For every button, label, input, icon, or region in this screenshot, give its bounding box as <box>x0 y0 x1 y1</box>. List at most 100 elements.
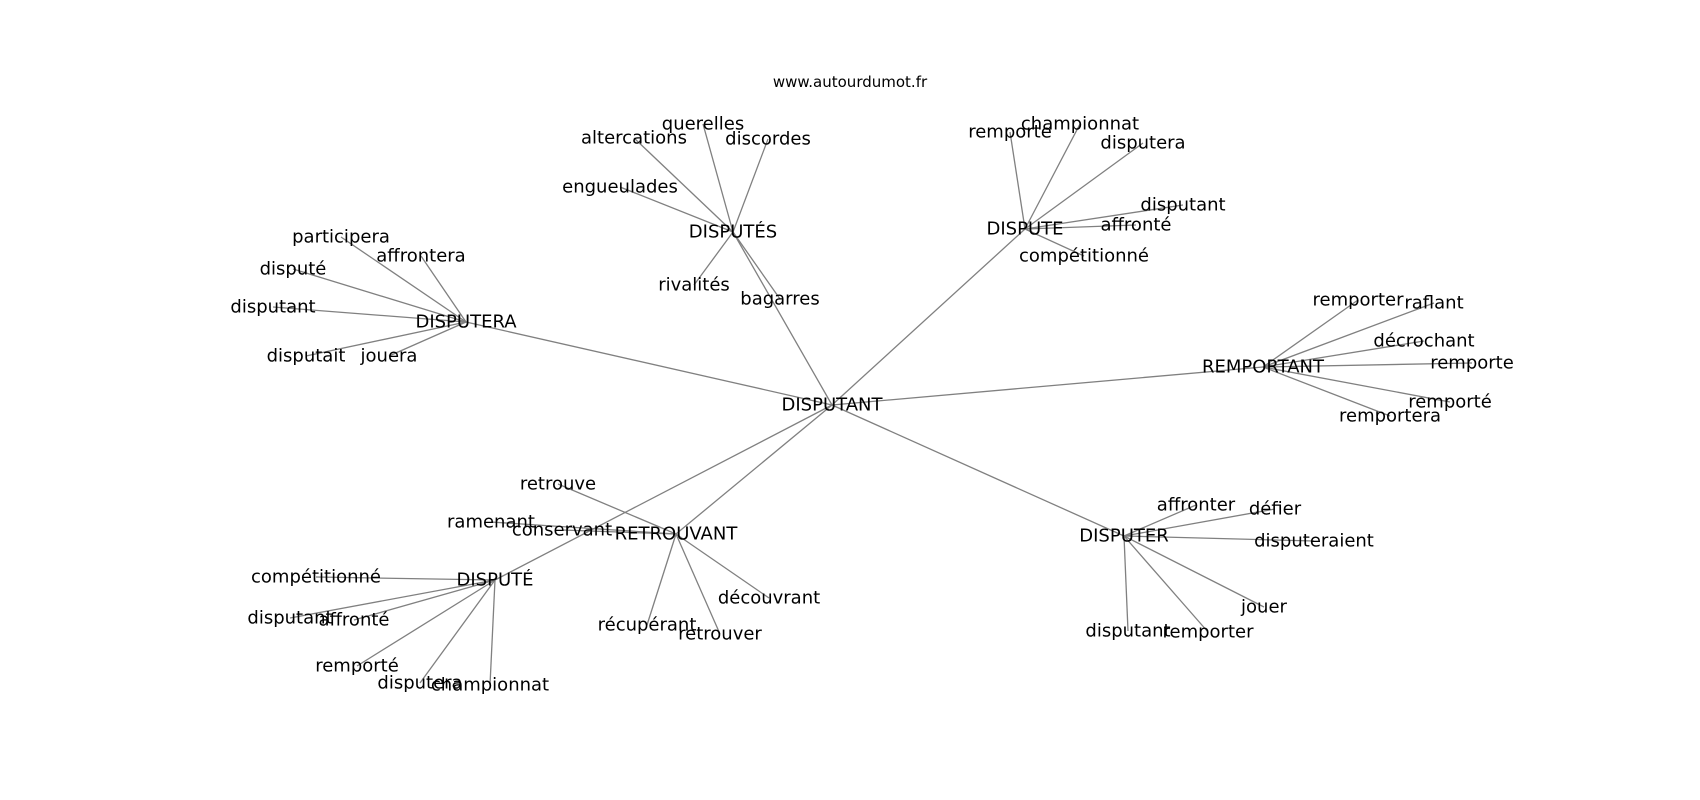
leaf-word-affrontera[interactable]: affrontera <box>376 246 465 267</box>
leaf-word-altercations[interactable]: altercations <box>581 128 687 149</box>
leaf-word-remporte[interactable]: remporte <box>968 122 1052 143</box>
edge-center-dispute <box>494 404 833 581</box>
edge-retrouvant-retrouve <box>557 483 677 535</box>
leaf-word-disputant[interactable]: disputant <box>1140 195 1225 216</box>
hub-word-disputera[interactable]: DISPUTERA <box>415 312 517 333</box>
edge-dispute-disputera <box>419 579 496 684</box>
center-word[interactable]: DISPUTANT <box>782 395 884 416</box>
leaf-word-affronter[interactable]: affronter <box>1157 495 1236 516</box>
leaf-word-remportera[interactable]: remportera <box>1339 406 1441 427</box>
leaf-word-disputera[interactable]: disputera <box>1100 133 1185 154</box>
leaf-word-ramenant[interactable]: ramenant <box>447 512 535 533</box>
edge-disputera-affrontera <box>420 255 467 323</box>
leaf-word-disputant[interactable]: disputant <box>247 608 332 629</box>
leaf-word-jouera[interactable]: jouera <box>360 346 418 367</box>
edge-dispute-remporte <box>1009 131 1026 230</box>
edge-dispute-disputera <box>1024 142 1144 230</box>
edge-disputes-discordes <box>732 138 769 233</box>
edge-dispute-competitionne <box>315 576 496 581</box>
edge-remportant-remporte <box>1262 362 1473 368</box>
edge-retrouvant-retrouver <box>675 533 721 635</box>
edge-dispute-championnat <box>1024 123 1081 230</box>
edge-disputera-participera <box>340 236 467 323</box>
edge-disputera-disputant <box>272 306 467 323</box>
edge-center-remportant <box>831 366 1264 406</box>
leaf-word-disputant[interactable]: disputant <box>230 297 315 318</box>
leaf-word-defier[interactable]: défier <box>1249 499 1302 520</box>
hub-word-dispute[interactable]: DISPUTE <box>987 219 1064 240</box>
leaf-word-decouvrant[interactable]: découvrant <box>718 588 820 609</box>
graph-edges <box>272 123 1473 686</box>
edge-center-disputes <box>732 231 833 406</box>
edge-center-disputera <box>465 321 833 406</box>
leaf-word-dispute[interactable]: disputé <box>260 259 327 280</box>
edge-disputes-altercations <box>633 137 734 233</box>
hub-word-disputes[interactable]: DISPUTÉS <box>689 221 777 243</box>
leaf-word-championnat[interactable]: championnat <box>1021 114 1139 135</box>
edge-dispute-competitionne <box>1024 228 1085 257</box>
leaf-word-rivalites[interactable]: rivalités <box>658 275 730 296</box>
hub-word-retrouvant[interactable]: RETROUVANT <box>615 524 739 545</box>
edge-disputer-defier <box>1123 508 1276 537</box>
edge-disputera-jouera <box>388 321 467 357</box>
edge-disputer-affronter <box>1123 504 1197 537</box>
leaf-word-recuperant[interactable]: récupérant <box>598 615 697 636</box>
edge-dispute-affronte <box>353 579 496 621</box>
edge-retrouvant-ramenant <box>490 521 677 535</box>
hub-word-dispute[interactable]: DISPUTÉ <box>457 569 534 591</box>
leaf-word-remporte[interactable]: remporte <box>1430 353 1514 374</box>
edge-retrouvant-conservant <box>561 529 677 535</box>
leaf-word-disputera[interactable]: disputera <box>377 673 462 694</box>
leaf-word-remporter[interactable]: remporter <box>1163 622 1255 643</box>
edge-disputer-disputeraient <box>1123 535 1315 542</box>
edge-disputes-bagarres <box>732 231 781 300</box>
leaf-word-engueulades[interactable]: engueulades <box>562 177 678 198</box>
leaf-word-championnat[interactable]: championnat <box>431 675 549 696</box>
leaf-word-retrouve[interactable]: retrouve <box>520 474 596 495</box>
edge-disputera-disputait <box>305 321 467 357</box>
edge-disputes-engueulades <box>619 186 734 233</box>
edge-dispute-disputant <box>1024 204 1184 230</box>
leaf-word-remporte[interactable]: remporté <box>1408 392 1492 413</box>
edge-disputera-dispute <box>292 268 467 323</box>
edge-remportant-remporte <box>1262 366 1451 403</box>
leaf-word-competitionne[interactable]: compétitionné <box>1019 246 1149 267</box>
edge-remportant-decrochant <box>1262 340 1425 368</box>
leaf-word-affronte[interactable]: affronté <box>1101 215 1172 236</box>
edge-disputes-rivalites <box>693 231 734 286</box>
site-url: www.autourdumot.fr <box>773 73 928 91</box>
leaf-word-decrochant[interactable]: décrochant <box>1373 331 1474 352</box>
edge-dispute-championnat <box>489 579 496 686</box>
edge-dispute-disputant <box>289 579 496 619</box>
leaf-word-retrouver[interactable]: retrouver <box>678 624 762 645</box>
hub-word-remportant[interactable]: REMPORTANT <box>1202 357 1325 378</box>
leaf-word-disputeraient[interactable]: disputeraient <box>1254 531 1374 552</box>
edge-disputer-disputant <box>1123 535 1129 632</box>
edge-retrouvant-recuperant <box>646 533 677 626</box>
leaf-word-remporter[interactable]: remporter <box>1313 290 1405 311</box>
edge-retrouvant-decouvrant <box>675 533 770 599</box>
edge-dispute-remporte <box>356 579 496 667</box>
leaf-word-bagarres[interactable]: bagarres <box>740 289 819 310</box>
edge-disputer-jouer <box>1123 535 1265 608</box>
edge-center-disputer <box>831 404 1125 537</box>
leaf-word-affronte[interactable]: affronté <box>319 610 390 631</box>
edge-remportant-remportera <box>1262 366 1391 417</box>
hub-word-disputer[interactable]: DISPUTER <box>1079 526 1169 547</box>
leaf-word-disputant[interactable]: disputant <box>1085 621 1170 642</box>
leaf-word-participera[interactable]: participera <box>292 227 390 248</box>
edge-disputer-remporter <box>1123 535 1209 633</box>
leaf-word-disputait[interactable]: disputait <box>267 346 346 367</box>
edge-remportant-remporter <box>1262 299 1359 368</box>
edge-dispute-affronte <box>1024 224 1137 230</box>
leaf-word-raflant[interactable]: raflant <box>1404 293 1463 314</box>
leaf-word-discordes[interactable]: discordes <box>725 129 811 150</box>
leaf-word-jouer[interactable]: jouer <box>1240 597 1287 618</box>
edge-center-dispute <box>831 228 1026 406</box>
leaf-word-remporte[interactable]: remporté <box>315 656 399 677</box>
leaf-word-querelles[interactable]: querelles <box>662 114 744 135</box>
leaf-word-competitionne[interactable]: compétitionné <box>251 567 381 588</box>
edge-remportant-raflant <box>1262 302 1435 368</box>
leaf-word-conservant[interactable]: conservant <box>512 520 612 541</box>
